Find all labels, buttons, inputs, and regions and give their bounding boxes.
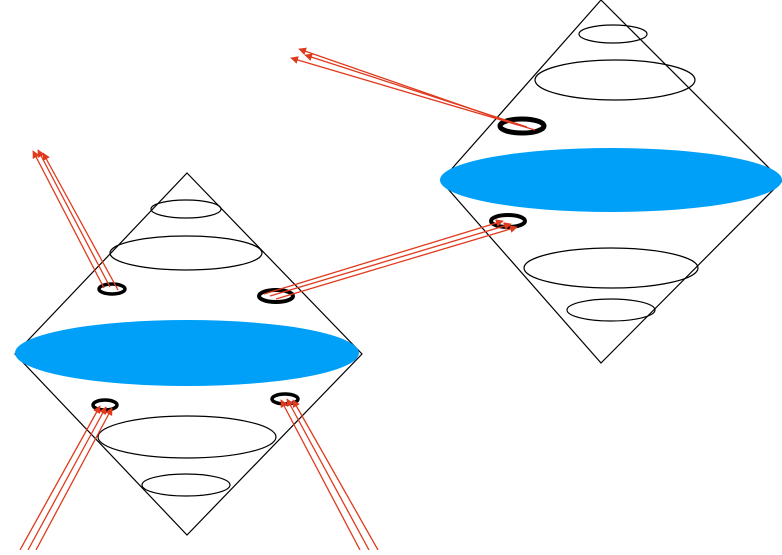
ray-bundle-left-incoming-lower-right — [280, 398, 379, 551]
right-cone-disk — [440, 148, 782, 212]
left-cone-upper-ellipse-small — [150, 199, 222, 219]
left-cone-lower-ellipse-large — [97, 415, 277, 459]
ray — [304, 53, 528, 128]
right-cone-outline — [440, 0, 782, 364]
ray — [292, 399, 379, 551]
left-double-cone — [14, 172, 363, 536]
ray-bundle-left-incoming-lower-left — [19, 405, 113, 551]
ray — [42, 152, 119, 291]
ray — [275, 225, 518, 300]
ray — [27, 406, 107, 551]
ray-bundle-left-outgoing — [32, 149, 119, 291]
right-double-cone — [440, 0, 782, 364]
ray-bundle-bridge — [263, 219, 518, 300]
ray — [35, 407, 113, 551]
ray-bundles — [19, 47, 536, 551]
ray — [280, 399, 361, 551]
ray — [19, 405, 101, 551]
left-cone-ring-upper-left — [97, 282, 127, 296]
left-cone-upper-ellipse-large — [109, 235, 263, 271]
ray — [290, 56, 536, 131]
ray — [32, 150, 105, 289]
right-cone-upper-ellipse-small — [578, 24, 648, 44]
ray-bundle-right-outgoing — [290, 47, 536, 131]
ray — [37, 149, 111, 288]
left-cone-lower-ellipse-small — [141, 473, 231, 497]
ray — [263, 219, 504, 295]
right-cone-lower-ellipse-small — [566, 298, 656, 322]
left-cone-disk — [15, 320, 359, 386]
ray — [269, 222, 512, 297]
right-cone-lower-ellipse-large — [523, 247, 699, 289]
left-cone-outline — [14, 172, 363, 536]
right-cone-upper-ellipse-large — [534, 59, 696, 101]
ray — [286, 398, 370, 551]
